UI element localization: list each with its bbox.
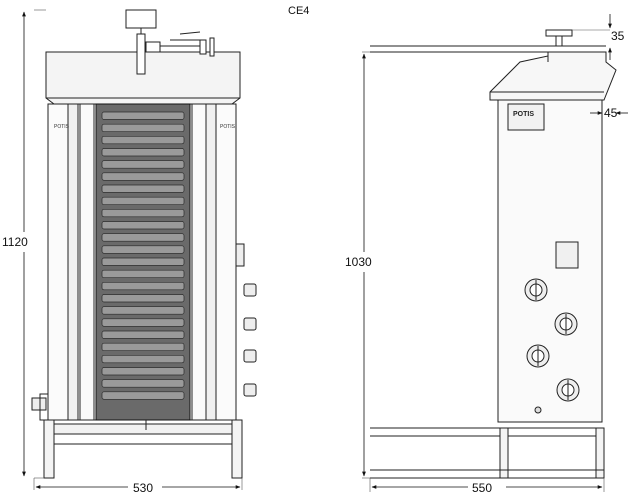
- side-height-label: 1030: [345, 255, 372, 269]
- side-dimensions: [362, 14, 628, 489]
- burner-row: [101, 172, 185, 181]
- side-plate-label: POTIS: [513, 111, 534, 118]
- burner-row: [101, 281, 185, 291]
- side-depth-label: 550: [472, 481, 492, 495]
- burner-row: [101, 111, 185, 120]
- burner-row: [101, 245, 185, 254]
- burner-row: [101, 367, 185, 376]
- burner-row: [101, 196, 185, 206]
- top-offset-label: 35: [611, 29, 625, 43]
- side-display: [555, 241, 579, 269]
- burner-row: [101, 221, 185, 230]
- burner-row: [101, 342, 185, 352]
- burner-row: [101, 318, 185, 327]
- burner-row: [101, 391, 185, 400]
- control-knob: [556, 378, 580, 402]
- hood-offset-label: 45: [604, 106, 618, 120]
- burner-row: [101, 148, 185, 157]
- burner-row: [101, 269, 185, 279]
- burner-row: [101, 233, 185, 242]
- burner-rows: [101, 111, 185, 400]
- burner-row: [101, 354, 185, 364]
- burner-row: [101, 184, 185, 193]
- side-name-plate: [507, 103, 545, 131]
- side-body: [497, 99, 603, 423]
- model-label: CE4: [288, 5, 309, 17]
- burner-row: [101, 123, 185, 133]
- side-view: POTIS: [362, 29, 617, 492]
- burner-row: [101, 306, 185, 315]
- side-hood: [489, 51, 617, 101]
- burner-row: [101, 294, 185, 303]
- control-knob: [526, 344, 550, 368]
- front-height-label: 1120: [2, 235, 28, 249]
- burner-row: [101, 160, 185, 169]
- front-control-box: [125, 9, 157, 29]
- burner-row: [101, 257, 185, 266]
- front-width-label: 530: [133, 481, 153, 495]
- burner-row: [101, 135, 185, 145]
- control-knob: [524, 278, 548, 302]
- burner-row: [101, 330, 185, 339]
- front-view: POTIS POTIS: [31, 9, 257, 490]
- burner-row: [101, 208, 185, 218]
- front-brand-left: POTIS: [54, 124, 70, 130]
- burner-row: [101, 379, 185, 388]
- front-dimensions: [22, 11, 241, 489]
- control-knob: [554, 312, 578, 336]
- front-brand-right: POTIS: [220, 124, 236, 130]
- side-indicator-light: [534, 406, 542, 414]
- front-base: [53, 423, 235, 435]
- side-top-handle: [545, 29, 573, 37]
